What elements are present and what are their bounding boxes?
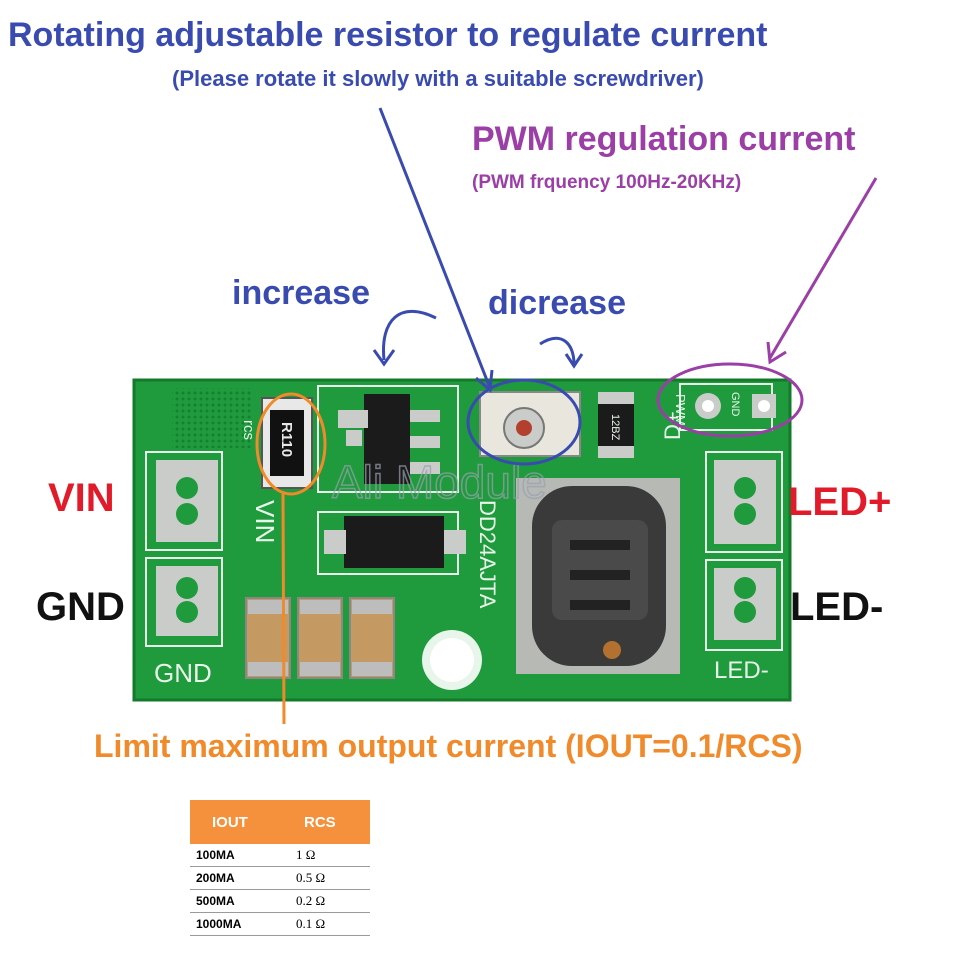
silk-gnd: GND [154,658,212,688]
silk-gnd-small: GND [729,392,741,417]
table-row: 200MA 0.5 Ω [190,866,370,890]
decrease-label: dicrease [488,284,626,322]
table-cell-current: 100MA [190,844,282,867]
table-cell-current: 500MA [190,889,282,913]
silk-vin: VIN [250,500,280,543]
silk-led-minus: LED- [714,657,769,684]
part-id: DD24AJTA [475,500,500,609]
pwm-title: PWM regulation current [472,120,856,158]
pwm-highlight-circle [656,362,804,438]
table-header-rcs: RCS [282,800,370,844]
table-row: 500MA 0.2 Ω [190,889,370,913]
resistor-subtitle: (Please rotate it slowly with a suitable… [172,66,704,91]
pwm-pointer-line [768,177,878,359]
led-plus-terminal [705,451,783,553]
pot-highlight-circle [466,378,582,466]
decrease-arrow [539,337,576,365]
pot-pointer-line [378,107,492,389]
gnd-terminal [145,557,223,647]
limit-label: Limit maximum output current (IOUT=0.1/R… [94,728,803,764]
table-cell-current: 1000MA [190,912,282,936]
vin-label: VIN [48,476,115,520]
rcs-table: IOUT RCS 100MA 1 Ω 200MA 0.5 Ω 500MA 0.2… [190,800,370,936]
small-chip-code: 12BZ [609,414,621,441]
vin-terminal [145,451,223,551]
rcs-pointer-line [281,493,286,725]
table-cell-resistance: 1 Ω [282,844,370,867]
increase-label: increase [232,274,370,312]
table-row: 100MA 1 Ω [190,844,370,867]
table-cell-resistance: 0.2 Ω [282,889,370,913]
capacitors [245,597,395,679]
inductor [516,478,680,674]
pwm-subtitle: (PWM frquency 100Hz-20KHz) [472,172,742,193]
led-plus-label: LED+ [788,480,892,524]
resistor-code: R110 [278,422,295,457]
led-minus-terminal [705,559,783,651]
table-cell-current: 200MA [190,866,282,890]
resistor-title: Rotating adjustable resistor to regulate… [8,16,768,54]
gnd-label: GND [36,585,125,629]
table-cell-resistance: 0.5 Ω [282,866,370,890]
table-row: 1000MA 0.1 Ω [190,912,370,936]
silk-rcs: rcs [240,420,257,440]
table-cell-resistance: 0.1 Ω [282,912,370,936]
increase-arrow [381,309,437,361]
rcs-highlight-circle [255,392,327,496]
rcs-table-container: IOUT RCS 100MA 1 Ω 200MA 0.5 Ω 500MA 0.2… [190,800,370,936]
silk-pwm: PWM [673,394,688,426]
rcs-resistor: R110 [261,397,313,489]
led-minus-label: LED- [790,585,884,629]
table-header-iout: IOUT [190,800,282,844]
potentiometer [479,391,581,457]
